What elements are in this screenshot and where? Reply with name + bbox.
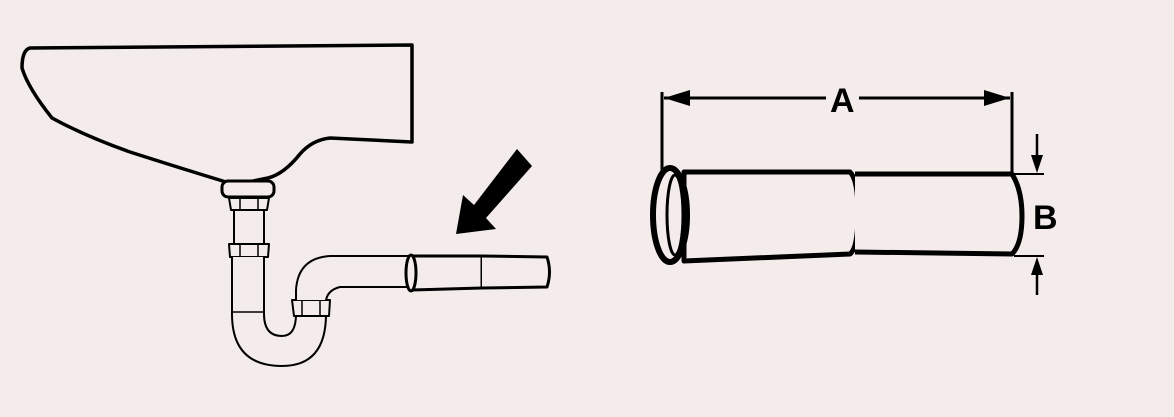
dimension-b: [1014, 134, 1044, 295]
slip-nut-upper: [228, 197, 270, 211]
extension-tube: [404, 253, 551, 293]
sink-basin: [20, 43, 414, 187]
dimension-b-label: B: [1033, 199, 1058, 237]
pointer-arrow-icon: [456, 149, 532, 234]
trap-arm: [295, 255, 411, 301]
tailpiece: [233, 209, 265, 245]
drain-flange: [220, 179, 276, 199]
dimension-tube: [650, 165, 1025, 265]
slip-nut-trap: [291, 299, 331, 317]
dimension-a-label: A: [826, 84, 859, 118]
slip-nut-middle: [228, 243, 270, 258]
